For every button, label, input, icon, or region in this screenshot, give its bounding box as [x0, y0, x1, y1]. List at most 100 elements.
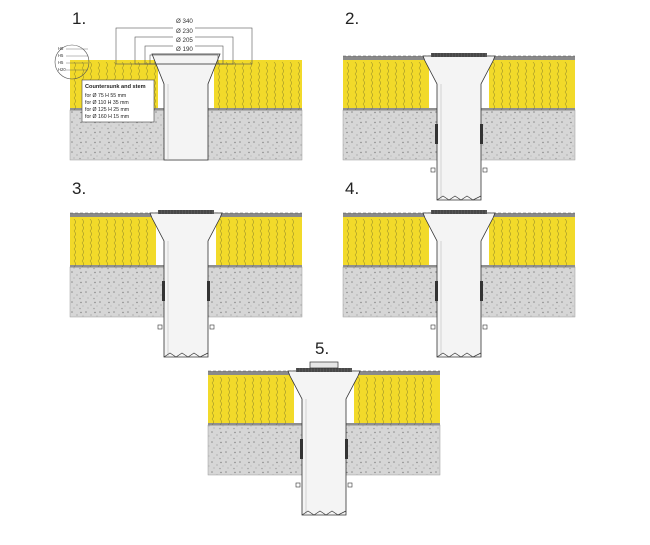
- note-title: Countersunk and stem: [85, 84, 146, 90]
- fixing-right: [345, 439, 348, 459]
- drain-grate: [158, 210, 214, 214]
- fixing-right: [480, 124, 483, 144]
- insulation-fibre: [273, 61, 276, 111]
- insulation-fibre: [73, 61, 76, 111]
- side-label-h20: H20: [58, 67, 66, 72]
- step-4-number: 4.: [345, 179, 359, 198]
- insulation-fibre: [410, 218, 413, 268]
- insulation-fibre: [211, 376, 214, 426]
- insulation-fibre: [365, 376, 368, 426]
- pipe-break: [436, 352, 482, 358]
- note-line-4: for Ø 160 H 15 mm: [85, 114, 129, 120]
- note-line-2: for Ø 110 H 35 mm: [85, 100, 129, 106]
- insulation-fibre: [418, 218, 421, 268]
- insulation-fibre: [548, 218, 551, 268]
- side-label-h5-b: H5: [58, 60, 64, 65]
- insulation-fibre: [394, 218, 397, 268]
- insulation-fibre: [354, 61, 357, 111]
- insulation-fibre: [357, 376, 360, 426]
- insulation-fibre: [227, 376, 230, 426]
- pipe-clamp-left: [157, 324, 163, 330]
- drain-grate: [296, 368, 352, 372]
- pipe-break: [436, 195, 482, 201]
- note-line-1: for Ø 75 H 55 mm: [85, 93, 126, 99]
- fixing-left: [162, 281, 165, 301]
- insulation-fibre: [121, 218, 124, 268]
- side-label-callout: H8 H5 H5 H20: [54, 44, 90, 80]
- insulation-fibre: [516, 218, 519, 268]
- insulation-right: [216, 217, 302, 265]
- insulation-fibre: [275, 218, 278, 268]
- insulation-fibre: [402, 218, 405, 268]
- insulation-fibre: [418, 61, 421, 111]
- insulation-left: [70, 217, 156, 265]
- insulation-left: [343, 217, 429, 265]
- insulation-fibre: [137, 218, 140, 268]
- insulation-fibre: [235, 218, 238, 268]
- insulation-fibre: [492, 218, 495, 268]
- dimension-190: Ø 190: [176, 46, 193, 53]
- countersunk-note: Countersunk and stem for Ø 75 H 55 mm fo…: [81, 79, 155, 123]
- insulation-fibre: [81, 218, 84, 268]
- insulation-fibre: [564, 218, 567, 268]
- insulation-fibre: [524, 61, 527, 111]
- step-5-roof-section: [207, 361, 441, 516]
- insulation-fibre: [297, 61, 300, 111]
- insulation-right: [489, 217, 575, 265]
- insulation-fibre: [373, 376, 376, 426]
- insulation-fibre: [267, 376, 270, 426]
- insulation-fibre: [532, 61, 535, 111]
- insulation-fibre: [402, 61, 405, 111]
- fixing-right: [480, 281, 483, 301]
- insulation-fibre: [97, 218, 100, 268]
- insulation-fibre: [410, 61, 413, 111]
- insulation-fibre: [500, 218, 503, 268]
- insulation-fibre: [265, 61, 268, 111]
- insulation-fibre: [508, 61, 511, 111]
- insulation-fibre: [73, 218, 76, 268]
- insulation-fibre: [362, 218, 365, 268]
- insulation-fibre: [556, 218, 559, 268]
- pipe-clamp-right: [482, 324, 488, 330]
- dimension-230: Ø 230: [176, 28, 193, 35]
- insulation-fibre: [362, 61, 365, 111]
- pipe-clamp-left: [295, 482, 301, 488]
- insulation-fibre: [500, 61, 503, 111]
- insulation-fibre: [346, 218, 349, 268]
- insulation-fibre: [251, 376, 254, 426]
- drain-grate: [431, 210, 487, 214]
- insulation-right: [489, 60, 575, 108]
- insulation-left: [343, 60, 429, 108]
- fixing-left: [435, 124, 438, 144]
- pipe-clamp-left: [430, 324, 436, 330]
- insulation-fibre: [370, 218, 373, 268]
- insulation-fibre: [251, 218, 254, 268]
- insulation-fibre: [105, 218, 108, 268]
- insulation-fibre: [249, 61, 252, 111]
- drain-grate: [431, 53, 487, 57]
- insulation-fibre: [283, 376, 286, 426]
- step-2-panel: 2.: [342, 9, 576, 201]
- insulation-fibre: [386, 61, 389, 111]
- drain-body: [151, 53, 221, 161]
- insulation-fibre: [346, 61, 349, 111]
- insulation-fibre: [243, 376, 246, 426]
- insulation-fibre: [113, 218, 116, 268]
- insulation-fibre: [378, 61, 381, 111]
- fixing-left: [435, 281, 438, 301]
- insulation-fibre: [386, 218, 389, 268]
- dimension-205: Ø 205: [176, 37, 193, 44]
- insulation-fibre: [235, 376, 238, 426]
- insulation-fibre: [421, 376, 424, 426]
- insulation-fibre: [516, 61, 519, 111]
- insulation-fibre: [540, 61, 543, 111]
- step-2-roof-section: [342, 53, 576, 201]
- insulation-fibre: [225, 61, 228, 111]
- pipe-clamp-left: [430, 167, 436, 173]
- step-5-number: 5.: [315, 339, 329, 358]
- insulation-fibre: [129, 218, 132, 268]
- insulation-fibre: [227, 218, 230, 268]
- insulation-fibre: [524, 218, 527, 268]
- note-line-3: for Ø 125 H 25 mm: [85, 107, 129, 113]
